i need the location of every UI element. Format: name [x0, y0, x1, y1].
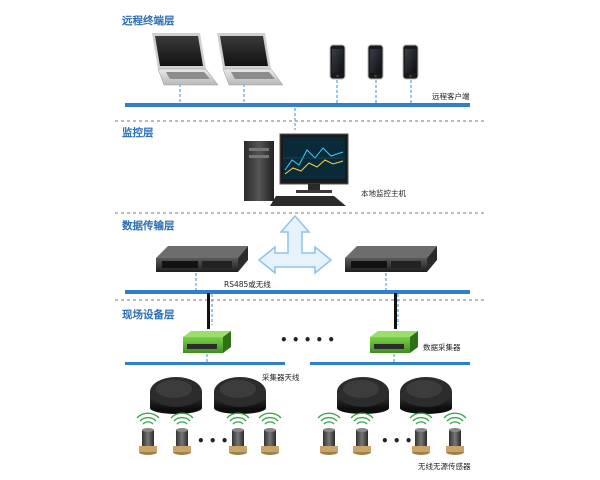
data-collector-label: 数据采集器 [423, 342, 461, 352]
desktop-computer-icon [244, 133, 349, 206]
layer-title-monitor: 监控层 [122, 126, 154, 139]
layer-dividers [115, 120, 487, 301]
collector-antenna-icon [337, 377, 389, 414]
smartphone-icon [367, 44, 384, 80]
ellipsis-dots: • • • [197, 434, 228, 448]
ellipsis-dots: • • • • • [280, 333, 335, 347]
data-exchange-arrow [257, 214, 333, 275]
wireless-sensor-icon [409, 412, 433, 456]
smartphone-icon [329, 44, 346, 80]
collector-antenna-icon [214, 377, 266, 414]
collector-bus-right [310, 362, 470, 365]
transmission-layer: RS485或无线 [125, 246, 470, 325]
remote-network-bus [125, 103, 470, 107]
remote-client-label: 远程客户端 [432, 91, 470, 101]
wireless-sensor-icon [136, 412, 160, 456]
collector-antenna-label: 采集器天线 [262, 372, 300, 382]
ellipsis-dots: • • • [381, 434, 412, 448]
laptop-icon [216, 32, 284, 86]
wireless-sensor-icon [317, 412, 341, 456]
sensor-label: 无线无源传感器 [418, 461, 471, 471]
local-host-label: 本地监控主机 [361, 188, 406, 198]
rs485-label: RS485或无线 [224, 279, 271, 289]
field-connectors [206, 354, 395, 362]
layer-title-remote: 远程终端层 [122, 14, 175, 27]
layer-title-field: 现场设备层 [122, 308, 175, 321]
transmission-connectors [195, 273, 399, 325]
wireless-sensor-icon [258, 412, 282, 456]
transmission-bus [125, 290, 470, 294]
collector-antenna-icon [400, 377, 452, 414]
collector-antenna-icon [150, 377, 202, 414]
gateway-server-icon [345, 246, 437, 272]
wireless-sensor-icon [170, 412, 194, 456]
monitor-layer: 本地监控主机 [244, 133, 406, 206]
remote-connectors [179, 80, 412, 130]
gateway-server-icon [156, 246, 248, 272]
wireless-sensor-icon [443, 412, 467, 456]
wireless-sensor-icon [226, 412, 250, 456]
layer-title-transmission: 数据传输层 [121, 219, 175, 232]
wireless-sensor-icon [350, 412, 374, 456]
remote-layer: 远程客户端 [125, 32, 470, 130]
laptop-icon [151, 32, 219, 86]
collector-bus-left [125, 362, 285, 365]
field-layer: • • • • • 数据采集器 采集器天线 • • • • • • 无线无源传感… [125, 293, 471, 471]
data-collector-icon [183, 293, 231, 353]
smartphone-icon [402, 44, 419, 80]
data-collector-icon [370, 293, 418, 353]
